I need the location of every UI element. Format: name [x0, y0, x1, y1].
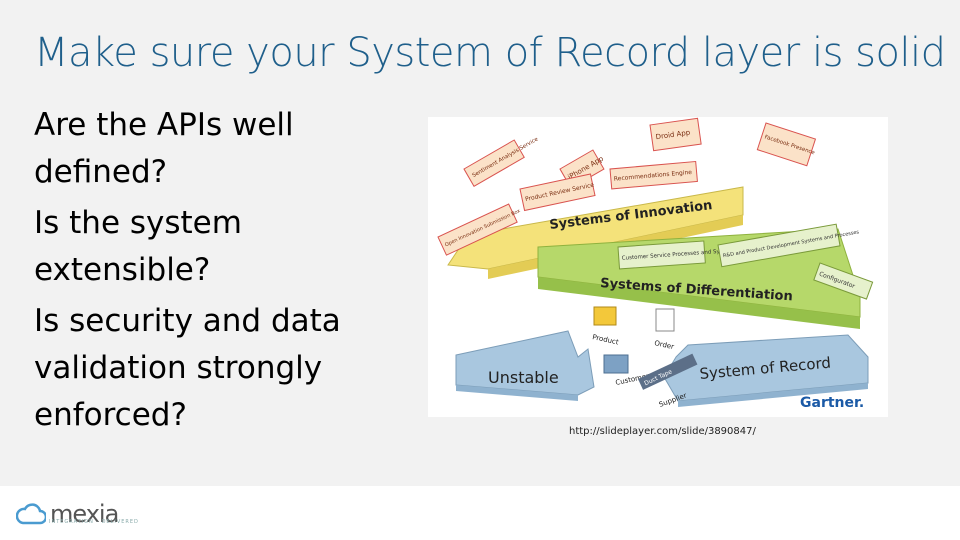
differentiation-layer: Systems of Differentiation Customer Serv…	[537, 223, 874, 329]
bullet-extensible: Is the system extensible?	[34, 205, 242, 288]
gartner-logo: Gartner.	[800, 395, 864, 411]
svg-text:Sentiment Analysis Service: Sentiment Analysis Service	[471, 136, 539, 179]
pace-layered-diagram: Systems of Innovation Sentiment Analysis…	[428, 117, 888, 417]
tag-customer-service: Customer Service Processes and Systems	[617, 240, 737, 270]
logo-tagline: INTEGRATION · DELIVERED	[49, 519, 139, 525]
product-boxes	[593, 306, 617, 326]
slide-title: Make sure your System of Record layer is…	[34, 30, 946, 76]
order-docs	[655, 308, 675, 332]
tag-sentiment: Sentiment Analysis Service	[463, 136, 540, 188]
record-layer: Unstable System of Record	[455, 330, 869, 407]
bullet-list: Are the APIs well defined? Is the system…	[34, 102, 374, 443]
tag-product-review: Product Review Service	[519, 173, 596, 212]
unstable-label: Unstable	[488, 368, 559, 387]
order-label: Order	[654, 339, 675, 351]
footer-bar	[0, 486, 960, 540]
tag-recommendations: Recommendations Engine	[609, 160, 698, 190]
tag-configurator: Configurator	[813, 262, 874, 300]
customer-building	[603, 354, 629, 374]
source-link[interactable]: http://slideplayer.com/slide/3890847/	[569, 426, 756, 437]
mexia-logo: mexia	[16, 500, 119, 528]
product-label: Product	[592, 333, 620, 346]
cloud-icon	[16, 503, 46, 525]
bullet-apis: Are the APIs well defined?	[34, 107, 294, 190]
tag-droid: Droid App	[649, 117, 702, 152]
tag-facebook: Facebook Presence	[756, 122, 817, 167]
logo-text: mexia	[50, 500, 119, 528]
bullet-security: Is security and data validation strongly…	[34, 303, 341, 433]
